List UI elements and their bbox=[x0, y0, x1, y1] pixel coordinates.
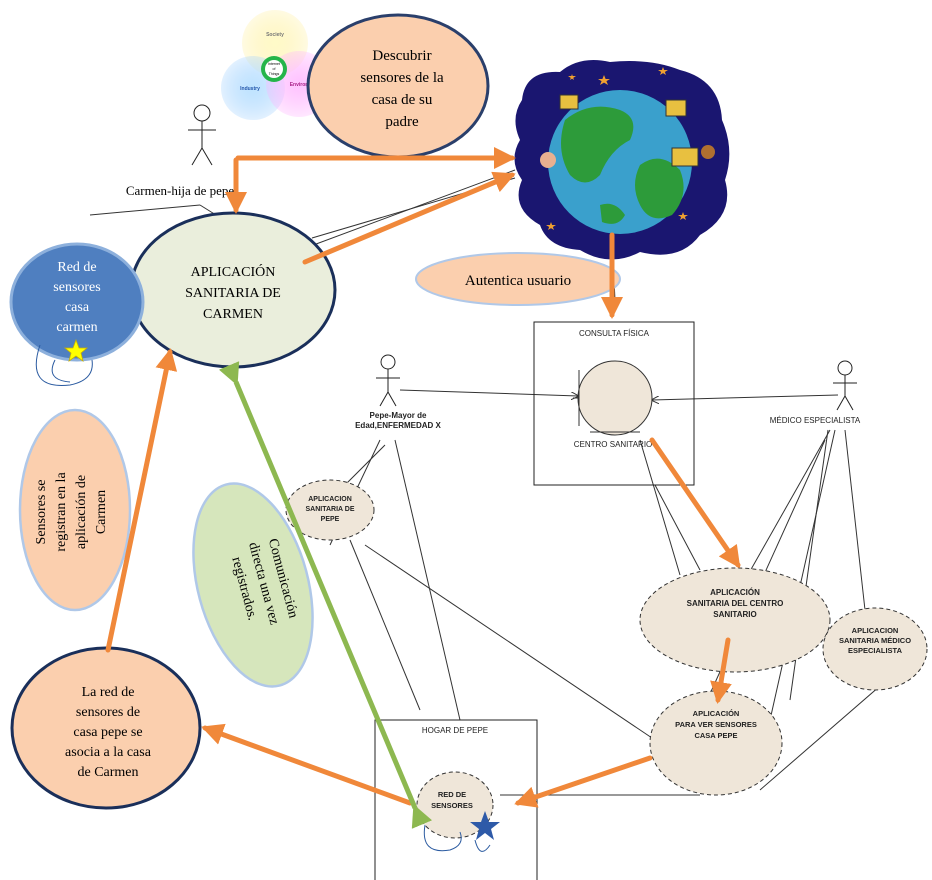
svg-text:SANITARIA DE: SANITARIA DE bbox=[306, 506, 355, 513]
globe-icon bbox=[514, 59, 730, 260]
svg-text:CASA PEPE: CASA PEPE bbox=[694, 731, 737, 740]
svg-text:APLICACIÓN: APLICACIÓN bbox=[693, 709, 740, 718]
svg-text:carmen: carmen bbox=[56, 320, 97, 335]
svg-text:Society: Society bbox=[266, 32, 284, 38]
svg-text:PEPE: PEPE bbox=[321, 516, 340, 523]
svg-text:casa de su: casa de su bbox=[372, 92, 433, 108]
consulta-fisica-box bbox=[533, 321, 695, 486]
svg-text:Carmen: Carmen bbox=[94, 490, 109, 534]
svg-text:sensores de la: sensores de la bbox=[360, 70, 444, 86]
usecase-app-medico: APLICACION SANITARIA MÉDICO ESPECIALISTA bbox=[822, 607, 928, 691]
svg-text:SANITARIA DEL CENTRO: SANITARIA DEL CENTRO bbox=[687, 599, 784, 608]
arrow-appver-to-red bbox=[514, 755, 653, 808]
descubrir-bubble: Descubrir sensores de la casa de su padr… bbox=[306, 13, 490, 159]
svg-text:of: of bbox=[273, 67, 276, 71]
svg-text:padre: padre bbox=[385, 114, 419, 130]
svg-text:Autentica usuario: Autentica usuario bbox=[465, 273, 571, 289]
star-icon bbox=[470, 811, 500, 840]
red-carmen-bubble: Red de sensores casa carmen bbox=[9, 242, 145, 386]
usecase-app-ver-sensores: APLICACIÓN PARA VER SENSORES CASA PEPE bbox=[649, 690, 783, 796]
svg-text:ESPECIALISTA: ESPECIALISTA bbox=[848, 646, 903, 655]
svg-text:de Carmen: de Carmen bbox=[77, 765, 138, 780]
arrow-centro-to-appcentro bbox=[649, 437, 741, 569]
svg-text:SENSORES: SENSORES bbox=[431, 801, 473, 810]
autentica-bubble: Autentica usuario bbox=[415, 252, 621, 306]
actor-pepe-label-1: Pepe-Mayor de bbox=[370, 411, 427, 420]
svg-text:Internet: Internet bbox=[268, 62, 280, 66]
actor-carmen bbox=[188, 104, 216, 166]
actor-medico-label: MÉDICO ESPECIALISTA bbox=[770, 416, 861, 425]
arrow-appcentro-to-appver bbox=[710, 637, 732, 704]
svg-text:asocia a la casa: asocia a la casa bbox=[65, 745, 152, 760]
svg-text:sensores: sensores bbox=[53, 280, 100, 295]
svg-text:Red de: Red de bbox=[57, 260, 96, 275]
actor-pepe bbox=[376, 354, 400, 407]
svg-text:CARMEN: CARMEN bbox=[203, 307, 263, 322]
usecase-app-centro: APLICACIÓN SANITARIA DEL CENTRO SANITARI… bbox=[639, 567, 831, 673]
svg-text:PARA VER SENSORES: PARA VER SENSORES bbox=[675, 720, 757, 729]
svg-text:Things: Things bbox=[269, 72, 280, 76]
svg-text:La red de: La red de bbox=[82, 685, 135, 700]
centro-sanitario-usecase: CENTRO SANITARIO bbox=[573, 360, 653, 449]
svg-text:aplicación de: aplicación de bbox=[74, 475, 89, 549]
red-pepe-asocia-bubble: La red de sensores de casa pepe se asoci… bbox=[10, 646, 202, 810]
svg-text:SANITARIO: SANITARIO bbox=[713, 610, 756, 619]
arrow-app-to-globe bbox=[302, 171, 516, 265]
consulta-fisica-label: CONSULTA FÍSICA bbox=[579, 329, 650, 338]
svg-text:Sensores se: Sensores se bbox=[34, 480, 49, 545]
sensores-registran-bubble: Sensores se registran en la aplicación d… bbox=[18, 408, 132, 612]
actor-pepe-label-2: Edad,ENFERMEDAD X bbox=[355, 421, 441, 430]
svg-text:Industry: Industry bbox=[240, 86, 260, 92]
svg-text:CENTRO SANITARIO: CENTRO SANITARIO bbox=[574, 440, 653, 449]
svg-text:SANITARIA DE: SANITARIA DE bbox=[185, 286, 281, 301]
svg-text:RED DE: RED DE bbox=[438, 790, 466, 799]
svg-text:sensores de: sensores de bbox=[76, 705, 140, 720]
hogar-de-pepe-label: HOGAR DE PEPE bbox=[422, 726, 488, 735]
svg-text:Descubrir: Descubrir bbox=[372, 48, 431, 64]
usecase-red-sensores: RED DE SENSORES bbox=[416, 771, 500, 852]
star-icon bbox=[63, 338, 89, 362]
actor-carmen-label: Carmen-hija de pepe bbox=[126, 183, 235, 198]
svg-text:APLICACIÓN: APLICACIÓN bbox=[191, 263, 276, 280]
svg-text:APLICACION: APLICACION bbox=[308, 496, 352, 503]
svg-text:SANITARIA MÉDICO: SANITARIA MÉDICO bbox=[839, 636, 911, 645]
svg-text:casa pepe se: casa pepe se bbox=[73, 725, 142, 740]
app-carmen-bubble: APLICACIÓN SANITARIA DE CARMEN bbox=[129, 211, 337, 369]
svg-text:casa: casa bbox=[65, 300, 90, 315]
svg-text:APLICACIÓN: APLICACIÓN bbox=[710, 588, 760, 597]
svg-text:Environment: Environment bbox=[290, 82, 321, 88]
svg-text:APLICACION: APLICACION bbox=[852, 626, 899, 635]
arrow-red-to-asocia bbox=[201, 723, 413, 806]
arrow-green-bidirectional bbox=[218, 361, 433, 829]
svg-text:registran en la: registran en la bbox=[54, 472, 69, 552]
actor-medico bbox=[833, 360, 857, 411]
arrow-asocia-to-app bbox=[105, 348, 178, 653]
